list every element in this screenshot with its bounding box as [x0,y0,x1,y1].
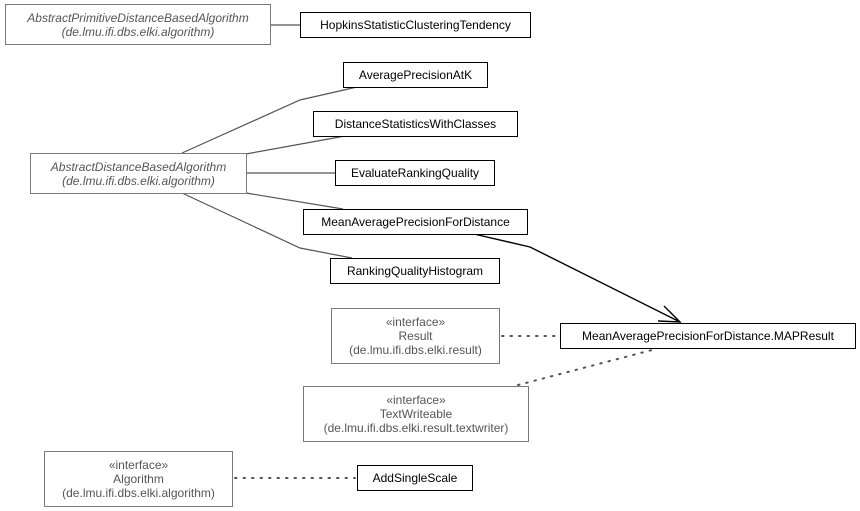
edge-abstract-distance-to-avg-prec-at-k [181,86,358,154]
stereotype: «interface» [385,315,446,329]
node-hopkins-statistic-clustering-tendency[interactable]: HopkinsStatisticClusteringTendency [300,12,531,38]
edge-abstract-distance-to-dist-stats [245,135,346,155]
class-name: Algorithm [113,472,164,486]
node-textwriteable-interface[interactable]: «interface» TextWriteable (de.lmu.ifi.db… [303,386,529,442]
arrowhead-map-result [657,305,682,323]
node-add-single-scale[interactable]: AddSingleScale [357,465,473,491]
node-mean-average-precision-for-distance[interactable]: MeanAveragePrecisionForDistance [303,209,528,235]
node-evaluate-ranking-quality[interactable]: EvaluateRankingQuality [335,160,495,186]
node-map-result[interactable]: MeanAveragePrecisionForDistance.MAPResul… [560,323,856,349]
edge-abstract-distance-to-map-for-distance [245,192,344,210]
package-name: (de.lmu.ifi.dbs.elki.algorithm) [62,486,215,500]
node-abstract-distance-based-algorithm[interactable]: AbstractDistanceBasedAlgorithm (de.lmu.i… [30,153,247,194]
stereotype: «interface» [108,458,169,472]
class-name: RankingQualityHistogram [346,264,484,278]
node-average-precision-at-k[interactable]: AveragePrecisionAtK [343,62,488,88]
class-name: MeanAveragePrecisionForDistance.MAPResul… [582,329,834,343]
class-name: AbstractDistanceBasedAlgorithm [50,159,227,174]
class-name: Result [398,329,433,343]
node-ranking-quality-histogram[interactable]: RankingQualityHistogram [330,258,500,284]
class-name: DistanceStatisticsWithClasses [334,117,497,131]
edge-abstract-distance-to-ranking-hist [181,192,353,259]
package-name: (de.lmu.ifi.dbs.elki.algorithm) [62,173,215,188]
package-name: (de.lmu.ifi.dbs.elki.result) [349,343,482,357]
class-name: EvaluateRankingQuality [350,166,480,180]
package-name: (de.lmu.ifi.dbs.elki.result.textwriter) [323,421,509,435]
package-name: (de.lmu.ifi.dbs.elki.algorithm) [61,24,215,39]
edge-map-for-distance-to-map-result [473,233,681,323]
class-name: AddSingleScale [372,471,458,485]
node-distance-statistics-with-classes[interactable]: DistanceStatisticsWithClasses [313,111,518,137]
edge-textwriteable-to-map-result [517,349,653,386]
node-abstract-primitive-distance-based-algorithm[interactable]: AbstractPrimitiveDistanceBasedAlgorithm … [5,4,271,45]
class-name: TextWriteable [379,407,453,421]
class-name: AveragePrecisionAtK [358,68,473,82]
class-name: HopkinsStatisticClusteringTendency [320,18,511,32]
stereotype: «interface» [386,393,446,407]
class-name: AbstractPrimitiveDistanceBasedAlgorithm [27,10,249,25]
node-algorithm-interface[interactable]: «interface» Algorithm (de.lmu.ifi.dbs.el… [44,451,233,507]
class-name: MeanAveragePrecisionForDistance [321,215,510,229]
node-result-interface[interactable]: «interface» Result (de.lmu.ifi.dbs.elki.… [331,308,500,364]
